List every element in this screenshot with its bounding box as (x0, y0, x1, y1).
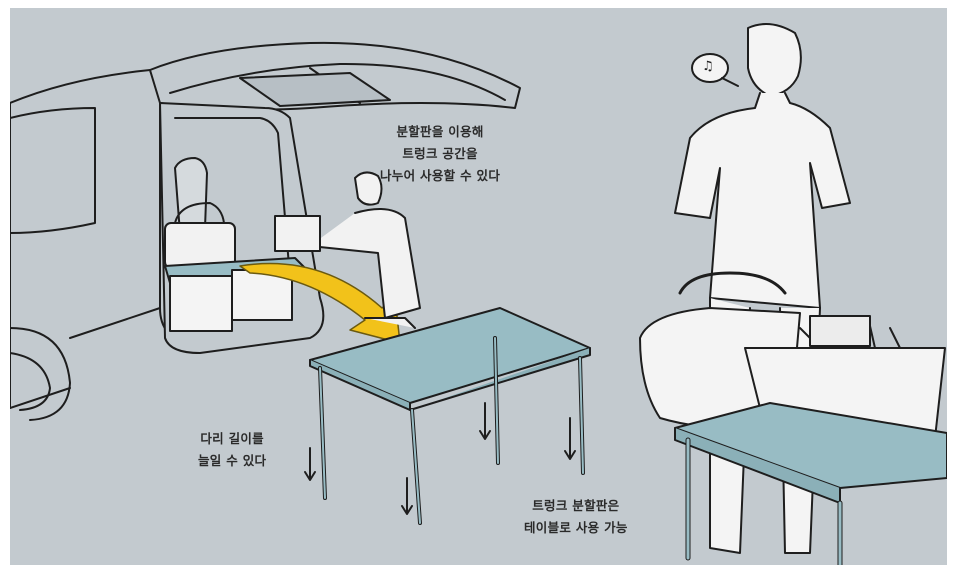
table-right-illustration (674, 402, 947, 565)
illustration-drawing (10, 23, 947, 565)
caption-legs: 다리 길이를 늘일 수 있다 (198, 428, 266, 472)
arrow-down-icon (401, 477, 413, 515)
caption-line: 테이블로 사용 가능 (524, 520, 628, 535)
person-carrying (639, 23, 946, 554)
arrow-down-icon (564, 417, 576, 460)
caption-line: 분할판을 이용해 (396, 124, 484, 139)
person-loading (274, 171, 421, 329)
speech-bubble (691, 53, 729, 83)
arrow-down-icon (479, 402, 491, 440)
caption-line: 나누어 사용할 수 있다 (380, 168, 501, 183)
arrow-down-icon (304, 447, 316, 481)
car-illustration (10, 41, 521, 421)
music-note-icon: ♫ (702, 59, 714, 74)
caption-line: 늘일 수 있다 (198, 453, 267, 468)
caption-line: 트렁크 분할판은 (532, 498, 620, 513)
illustration-canvas: ♫ 분할판을 이용해 트렁크 공간을 나누어 사용할 수 있다 다리 길이를 늘… (10, 8, 947, 565)
caption-divider: 분할판을 이용해 트렁크 공간을 나누어 사용할 수 있다 (380, 121, 500, 187)
table-illustration (304, 307, 591, 525)
caption-line: 다리 길이를 (200, 431, 264, 446)
caption-line: 트렁크 공간을 (402, 146, 478, 161)
caption-table: 트렁크 분할판은 테이블로 사용 가능 (524, 495, 628, 539)
